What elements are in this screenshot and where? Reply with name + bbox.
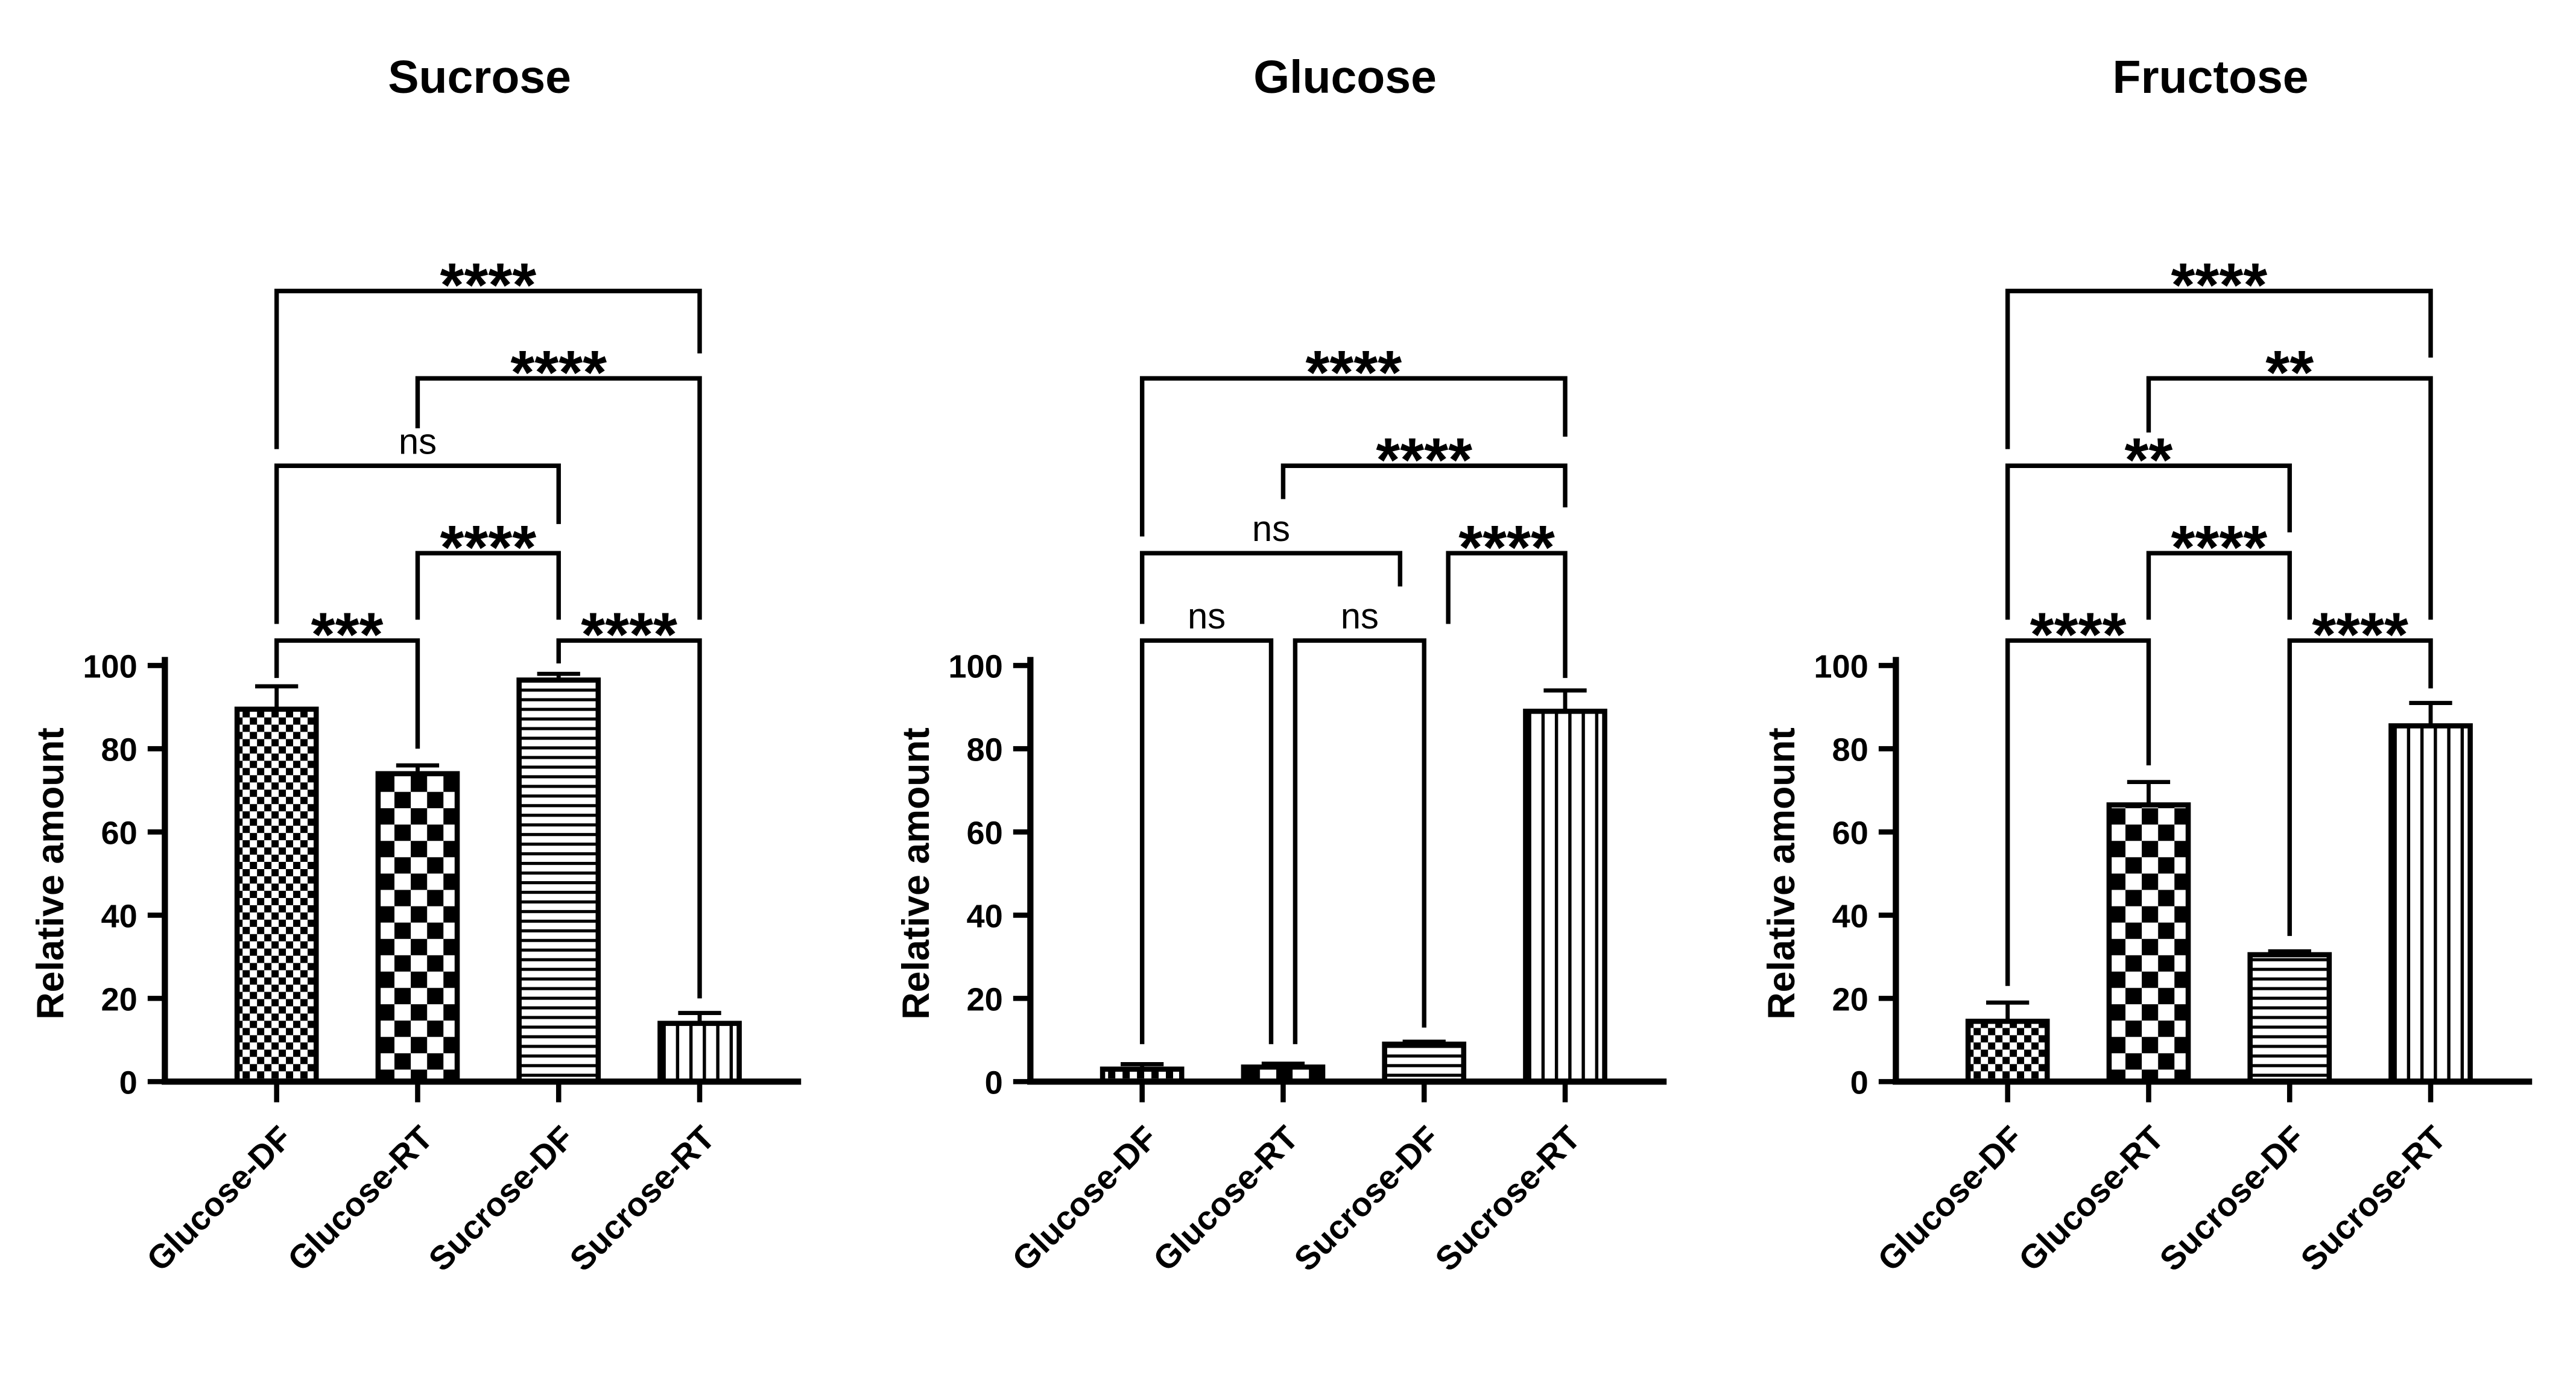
significance-label: **** xyxy=(2171,250,2267,320)
y-tick-label: 20 xyxy=(966,981,1002,1017)
y-tick-label: 60 xyxy=(966,815,1002,851)
significance-bracket xyxy=(274,288,702,449)
x-category-label: Sucrose-RT xyxy=(1428,1119,1587,1278)
x-category-label: Sucrose-DF xyxy=(2152,1119,2311,1278)
y-tick-label: 0 xyxy=(119,1065,137,1101)
y-tick-label: 40 xyxy=(1832,898,1868,934)
y-tick-label: 40 xyxy=(101,898,137,934)
x-category-label: Glucose-DF xyxy=(1005,1119,1164,1278)
x-category-label: Glucose-DF xyxy=(139,1119,299,1278)
significance-bracket xyxy=(274,638,420,749)
y-tick-label: 20 xyxy=(101,981,137,1017)
significance-label: ** xyxy=(2124,425,2173,495)
significance-label: **** xyxy=(1458,513,1555,582)
significance-bracket xyxy=(274,463,561,624)
y-axis-label: Relative amount xyxy=(895,727,937,1020)
significance-bracket xyxy=(2005,638,2151,986)
y-tick-label: 100 xyxy=(83,648,137,685)
y-tick-label: 0 xyxy=(984,1065,1002,1101)
significance-bracket xyxy=(1139,638,1273,1045)
y-tick-label: 60 xyxy=(1832,815,1868,851)
chart-plot: 020406080100Glucose-DFGlucose-RTSucrose-… xyxy=(1814,250,2532,1278)
chart-title: Glucose xyxy=(1253,51,1437,103)
significance-label: ns xyxy=(1187,596,1225,636)
significance-label: **** xyxy=(581,600,677,669)
significance-bracket xyxy=(2005,288,2433,449)
y-tick-label: 100 xyxy=(1814,648,1868,685)
significance-label: ns xyxy=(1340,596,1378,636)
y-tick-label: 100 xyxy=(948,648,1002,685)
significance-label: *** xyxy=(311,600,383,669)
bar-glucose-rt xyxy=(375,771,460,1084)
significance-bracket xyxy=(1293,638,1426,1045)
y-axis-label: Relative amount xyxy=(30,727,72,1020)
significance-label: ns xyxy=(1252,508,1290,549)
y-tick-label: 0 xyxy=(1850,1065,1868,1101)
significance-bracket xyxy=(1445,551,1568,679)
x-category-label: Sucrose-DF xyxy=(421,1119,580,1278)
y-tick-label: 60 xyxy=(101,815,137,851)
x-category-label: Glucose-RT xyxy=(280,1119,440,1278)
bar-glucose-rt xyxy=(2106,802,2191,1084)
chart-title: Fructose xyxy=(2112,51,2308,103)
x-category-label: Sucrose-RT xyxy=(562,1119,721,1278)
bar-glucose-df xyxy=(234,706,319,1084)
significance-label: ** xyxy=(2265,338,2314,407)
significance-bracket xyxy=(556,638,702,999)
bar-sucrose-rt xyxy=(2388,723,2473,1084)
y-tick-label: 80 xyxy=(966,732,1002,768)
significance-label: **** xyxy=(1376,425,1472,495)
x-category-label: Sucrose-RT xyxy=(2293,1119,2452,1278)
x-category-label: Glucose-RT xyxy=(1146,1119,1305,1278)
chart-svg-sucrose: Sucrose Relative amount 0 20 40 60 80 100Gluc… xyxy=(30,51,801,1278)
chart-plot: 020406080100Glucose-DFGlucose-RTSucrose-… xyxy=(948,338,1666,1278)
x-category-label: Sucrose-DF xyxy=(1286,1119,1446,1278)
significance-bracket xyxy=(415,376,702,620)
chart-plot: 020406080100Glucose-DFGlucose-RTSucrose-… xyxy=(83,250,801,1278)
y-axis-label: Relative amount xyxy=(1761,727,1803,1020)
significance-label: **** xyxy=(440,250,536,320)
y-tick-label: 40 xyxy=(966,898,1002,934)
significance-bracket xyxy=(1280,463,1568,508)
bar-sucrose-df xyxy=(2247,952,2332,1084)
x-category-label: Glucose-RT xyxy=(2011,1119,2171,1278)
bar-sucrose-df xyxy=(1381,1042,1466,1084)
bar-sucrose-df xyxy=(516,677,601,1084)
y-tick-label: 80 xyxy=(1832,732,1868,768)
bar-sucrose-rt xyxy=(657,1020,742,1084)
significance-label: **** xyxy=(440,513,536,582)
y-tick-label: 20 xyxy=(1832,981,1868,1017)
significance-bracket xyxy=(2005,463,2292,620)
significance-bracket xyxy=(2287,638,2433,936)
significance-label: **** xyxy=(1305,338,1402,407)
significance-label: **** xyxy=(2171,513,2267,582)
y-tick-label: 80 xyxy=(101,732,137,768)
chart-title: Sucrose xyxy=(388,51,571,103)
significance-label: **** xyxy=(510,338,607,407)
bar-glucose-df xyxy=(1965,1019,2050,1084)
significance-bracket xyxy=(1139,551,1402,624)
significance-bracket xyxy=(415,551,561,620)
significance-label: **** xyxy=(2030,600,2126,669)
significance-bracket xyxy=(1139,376,1568,537)
bar-sucrose-rt xyxy=(1522,709,1607,1084)
significance-bracket xyxy=(2146,551,2292,620)
chart-svg-fructose: Fructose Relative amount 0 20 40 60 80 100Glu… xyxy=(1761,51,2532,1278)
chart-svg-glucose: Glucose Relative amount 0 20 40 60 80 100Gluc… xyxy=(895,51,1666,1278)
x-category-label: Glucose-DF xyxy=(1870,1119,2030,1278)
significance-label: **** xyxy=(2312,600,2408,669)
significance-bracket xyxy=(2146,376,2433,620)
